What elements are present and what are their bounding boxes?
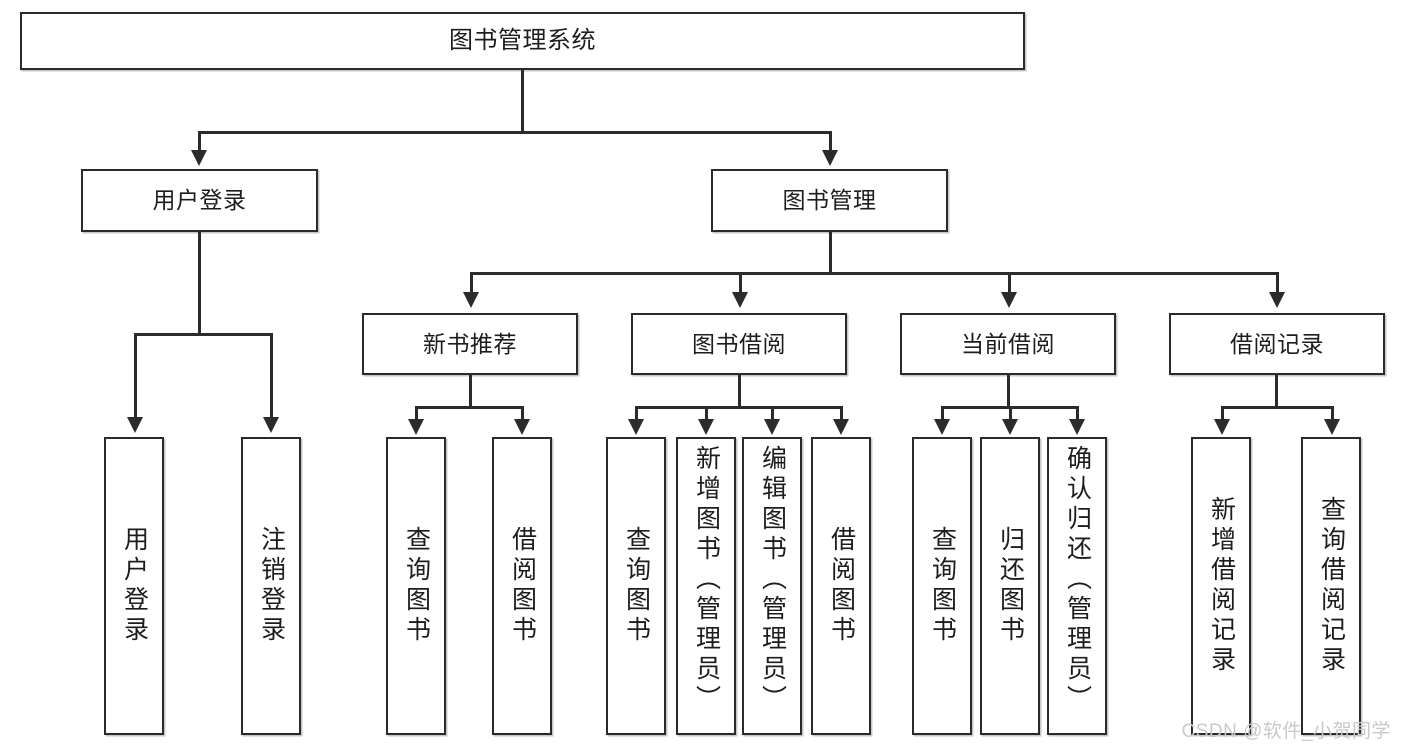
connector-user-login-bus [134, 333, 272, 336]
node-current-borrow[interactable]: 当前借阅 [900, 313, 1116, 375]
node-leaf-add-book[interactable]: 新增图书（管理员） [676, 437, 736, 735]
node-leaf-borrow-book-2[interactable]: 借阅图书 [811, 437, 871, 735]
connector-to-book-management [829, 131, 832, 153]
connector-new-book-drop-2 [521, 406, 524, 422]
node-leaf-confirm-return[interactable]: 确认归还（管理员） [1047, 437, 1107, 735]
arrowhead-leaf-edit-book [764, 419, 780, 435]
node-label: 图书借阅 [692, 330, 786, 357]
arrowhead-borrow-record [1269, 292, 1285, 308]
node-label: 编辑图书（管理员） [758, 445, 787, 715]
arrowhead-leaf-logout [263, 417, 279, 433]
arrowhead-leaf-confirm-return [1069, 419, 1085, 435]
node-leaf-query-book-2[interactable]: 查询图书 [606, 437, 666, 735]
arrowhead-leaf-query-book-3 [934, 419, 950, 435]
arrowhead-new-book-recommend [463, 292, 479, 308]
node-label: 归还图书 [996, 526, 1025, 646]
node-label: 借阅图书 [827, 526, 856, 646]
arrowhead-user-login [191, 150, 207, 166]
arrowhead-leaf-query-record [1324, 419, 1340, 435]
node-leaf-user-login[interactable]: 用户登录 [104, 437, 164, 735]
node-user-login[interactable]: 用户登录 [81, 169, 318, 232]
connector-borrow-record-drop-1 [1221, 406, 1224, 422]
connector-borrow-record-bus [1221, 406, 1333, 409]
node-book-borrow[interactable]: 图书借阅 [631, 313, 847, 375]
connector-new-book-drop-1 [415, 406, 418, 422]
connector-current-borrow-drop-3 [1076, 406, 1079, 422]
node-leaf-query-record[interactable]: 查询借阅记录 [1301, 437, 1361, 735]
connector-to-current-borrow [1008, 272, 1011, 294]
node-new-book-recommend[interactable]: 新书推荐 [362, 313, 578, 375]
node-leaf-add-record[interactable]: 新增借阅记录 [1191, 437, 1251, 735]
connector-book-borrow-drop-2 [705, 406, 708, 422]
arrowhead-leaf-return-book [1002, 419, 1018, 435]
node-leaf-return-book[interactable]: 归还图书 [980, 437, 1040, 735]
node-borrow-record[interactable]: 借阅记录 [1169, 313, 1385, 375]
node-label: 借阅记录 [1230, 330, 1324, 357]
arrowhead-book-borrow [732, 292, 748, 308]
node-leaf-edit-book[interactable]: 编辑图书（管理员） [742, 437, 802, 735]
connector-borrow-record-stem [1275, 375, 1278, 407]
node-label: 用户登录 [120, 526, 149, 646]
connector-book-borrow-drop-1 [635, 406, 638, 422]
arrowhead-leaf-query-book-1 [408, 419, 424, 435]
arrowhead-leaf-add-record [1214, 419, 1230, 435]
node-label: 注销登录 [257, 526, 286, 646]
node-label: 新增图书（管理员） [692, 445, 721, 715]
connector-user-login-drop-1 [134, 333, 137, 419]
connector-current-borrow-drop-2 [1009, 406, 1012, 422]
node-label: 查询借阅记录 [1317, 496, 1346, 676]
node-label: 确认归还（管理员） [1063, 445, 1092, 715]
connector-root-stem [521, 70, 524, 132]
connector-book-borrow-bus [635, 406, 842, 409]
node-label: 查询图书 [402, 526, 431, 646]
arrowhead-leaf-user-login [127, 417, 143, 433]
node-leaf-query-book-1[interactable]: 查询图书 [386, 437, 446, 735]
node-label: 当前借阅 [961, 330, 1055, 357]
node-label: 图书管理 [782, 187, 877, 214]
connector-new-book-bus [415, 406, 523, 409]
connector-user-login-drop-2 [270, 333, 273, 419]
arrowhead-leaf-add-book [698, 419, 714, 435]
connector-current-borrow-drop-1 [941, 406, 944, 422]
connector-current-borrow-stem [1007, 375, 1010, 407]
node-label: 用户登录 [152, 187, 247, 214]
connector-borrow-record-drop-2 [1331, 406, 1334, 422]
connector-level3-bus [470, 272, 1278, 275]
connector-book-management-stem [829, 232, 832, 274]
node-leaf-logout[interactable]: 注销登录 [241, 437, 301, 735]
connector-book-borrow-stem [738, 375, 741, 407]
node-label: 查询图书 [622, 526, 651, 646]
connector-book-borrow-drop-3 [771, 406, 774, 422]
connector-to-borrow-record [1276, 272, 1279, 294]
node-label: 查询图书 [928, 526, 957, 646]
arrowhead-leaf-borrow-book-2 [833, 419, 849, 435]
connector-new-book-stem [469, 375, 472, 407]
arrowhead-current-borrow [1001, 292, 1017, 308]
connector-book-borrow-drop-4 [840, 406, 843, 422]
arrowhead-leaf-borrow-book-1 [514, 419, 530, 435]
node-root-system[interactable]: 图书管理系统 [20, 12, 1025, 70]
csdn-watermark: CSDN @软件_小贺同学 [1181, 721, 1391, 742]
node-label: 借阅图书 [508, 526, 537, 646]
node-label: 新书推荐 [423, 330, 517, 357]
node-label: 新增借阅记录 [1207, 496, 1236, 676]
connector-to-book-borrow [739, 272, 742, 294]
connector-level2-bus [198, 131, 832, 134]
connector-to-user-login [198, 131, 201, 153]
connector-to-new-book-recommend [470, 272, 473, 294]
node-leaf-query-book-3[interactable]: 查询图书 [912, 437, 972, 735]
connector-user-login-stem [198, 232, 201, 334]
arrowhead-book-management [822, 150, 838, 166]
arrowhead-leaf-query-book-2 [628, 419, 644, 435]
node-label: 图书管理系统 [449, 27, 596, 55]
node-leaf-borrow-book-1[interactable]: 借阅图书 [492, 437, 552, 735]
node-book-management[interactable]: 图书管理 [711, 169, 948, 232]
